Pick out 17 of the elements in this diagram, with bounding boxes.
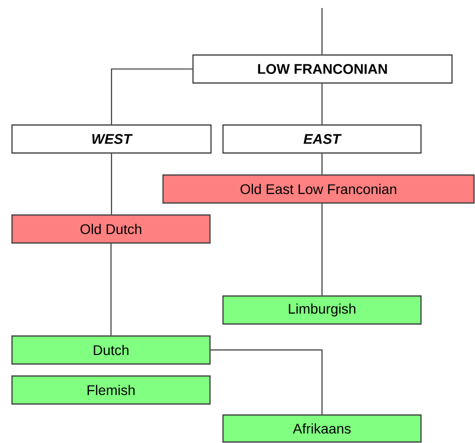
connector-line (110, 154, 112, 214)
connector-line (110, 68, 192, 124)
language-box: Flemish (11, 375, 211, 405)
group-box: EAST (222, 124, 422, 154)
old-language-box: Old Dutch (11, 214, 211, 244)
connector-line (110, 244, 112, 336)
connector-line (321, 8, 323, 54)
group-box: LOW FRANCONIAN (192, 54, 453, 84)
group-box: WEST (11, 124, 212, 154)
old-language-box: Old East Low Franconian (162, 174, 475, 204)
language-box: Limburgish (222, 295, 422, 325)
connector-line (321, 204, 323, 296)
language-box: Dutch (11, 335, 211, 365)
connector-line (210, 349, 323, 414)
language-box: Afrikaans (222, 414, 422, 443)
connector-line (321, 84, 323, 124)
connector-line (321, 154, 323, 174)
